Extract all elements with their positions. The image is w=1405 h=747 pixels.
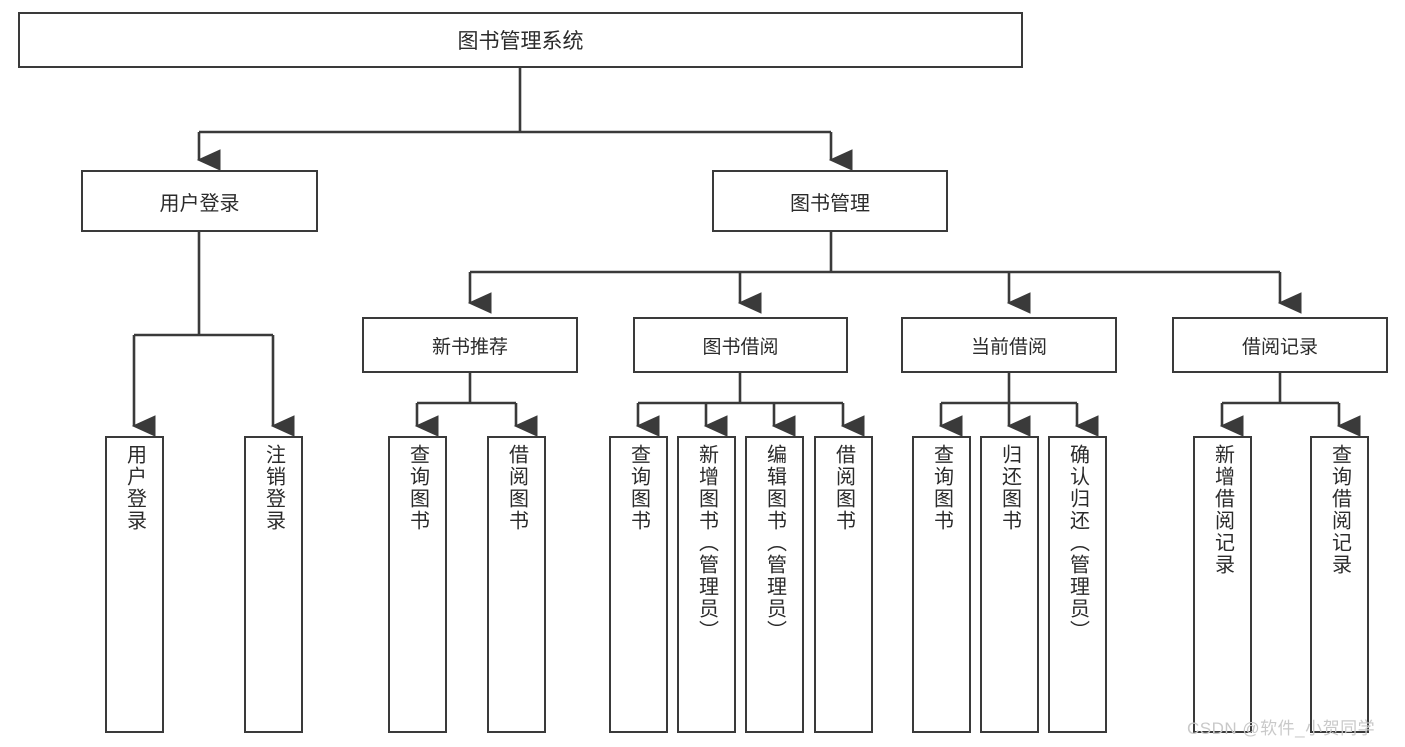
leaf-return-book-label: 归还图书	[998, 444, 1021, 532]
leaf-query-record[interactable]: 查询借阅记录	[1310, 436, 1369, 733]
leaf-add-book[interactable]: 新增图书（管理员）	[677, 436, 736, 733]
node-root-label: 图书管理系统	[457, 30, 584, 53]
node-current-borrow[interactable]: 当前借阅	[901, 317, 1117, 373]
leaf-query-book-3[interactable]: 查询图书	[912, 436, 971, 733]
node-book-manage[interactable]: 图书管理	[712, 170, 948, 232]
leaf-borrow-book-2[interactable]: 借阅图书	[814, 436, 873, 733]
node-book-manage-label: 图书管理	[790, 192, 870, 215]
leaf-confirm-return[interactable]: 确认归还（管理员）	[1048, 436, 1107, 733]
node-current-borrow-label: 当前借阅	[970, 336, 1047, 358]
node-root-system[interactable]: 图书管理系统	[18, 12, 1023, 68]
leaf-query-book-1[interactable]: 查询图书	[388, 436, 447, 733]
leaf-logout-login-label: 注销登录	[262, 444, 285, 532]
leaf-query-book-1-label: 查询图书	[406, 444, 429, 532]
leaf-confirm-return-label: 确认归还（管理员）	[1066, 444, 1089, 642]
leaf-add-record-label: 新增借阅记录	[1211, 444, 1234, 576]
node-user-login[interactable]: 用户登录	[81, 170, 318, 232]
csdn-watermark: CSDN @软件_小贺同学	[1187, 719, 1376, 738]
leaf-add-book-label: 新增图书（管理员）	[695, 444, 718, 642]
leaf-borrow-book-1[interactable]: 借阅图书	[487, 436, 546, 733]
leaf-user-login-label: 用户登录	[123, 444, 146, 532]
node-borrow-record-label: 借阅记录	[1241, 336, 1318, 358]
leaf-add-record[interactable]: 新增借阅记录	[1193, 436, 1252, 733]
node-new-book-rec[interactable]: 新书推荐	[362, 317, 578, 373]
leaf-borrow-book-2-label: 借阅图书	[832, 444, 855, 532]
leaf-query-book-2[interactable]: 查询图书	[609, 436, 668, 733]
leaf-user-login[interactable]: 用户登录	[105, 436, 164, 733]
leaf-query-record-label: 查询借阅记录	[1328, 444, 1351, 576]
leaf-query-book-3-label: 查询图书	[930, 444, 953, 532]
leaf-logout-login[interactable]: 注销登录	[244, 436, 303, 733]
node-user-login-label: 用户登录	[159, 192, 240, 215]
node-new-book-rec-label: 新书推荐	[431, 336, 508, 358]
node-book-borrow-label: 图书借阅	[702, 336, 779, 358]
leaf-borrow-book-1-label: 借阅图书	[505, 444, 528, 532]
leaf-edit-book-label: 编辑图书（管理员）	[763, 444, 786, 642]
leaf-return-book[interactable]: 归还图书	[980, 436, 1039, 733]
leaf-edit-book[interactable]: 编辑图书（管理员）	[745, 436, 804, 733]
leaf-query-book-2-label: 查询图书	[627, 444, 650, 532]
node-book-borrow[interactable]: 图书借阅	[633, 317, 848, 373]
node-borrow-record[interactable]: 借阅记录	[1172, 317, 1388, 373]
